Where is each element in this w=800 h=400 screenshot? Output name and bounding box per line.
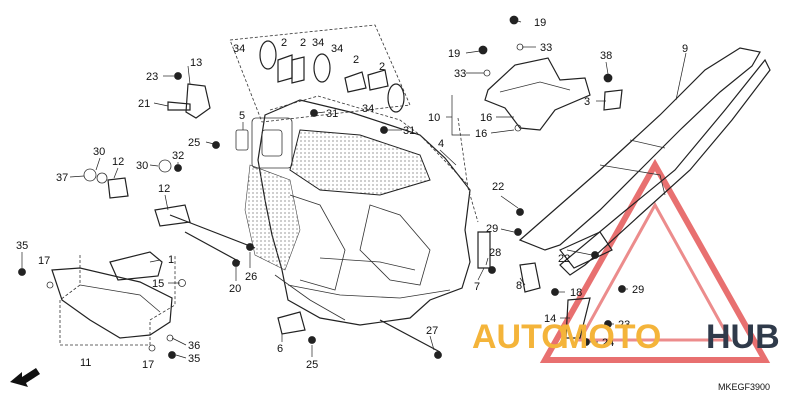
callout: 10	[428, 112, 440, 124]
callout: 37	[56, 172, 68, 184]
callout: 2	[379, 61, 385, 73]
diagram-code: MKEGF3900	[718, 382, 770, 392]
callout: 24	[602, 337, 614, 349]
callout: 35	[188, 353, 200, 365]
callout: 34	[312, 37, 324, 49]
callout: 19	[448, 48, 460, 60]
callout: 23	[618, 319, 630, 331]
callout: 34	[362, 103, 374, 115]
callout: 33	[454, 68, 466, 80]
callout: 12	[112, 156, 124, 168]
callout: 22	[492, 181, 504, 193]
callout: 11	[80, 357, 91, 369]
callout: 12	[158, 183, 170, 195]
callout: 2	[281, 37, 287, 49]
callout: 3	[584, 96, 590, 108]
callout: 23	[146, 71, 158, 83]
leader-lines	[21, 19, 687, 359]
callout: 35	[16, 240, 28, 252]
watermark-text: AUTO MOTO HUB	[472, 318, 780, 356]
callout: 29	[486, 223, 498, 235]
callout: 15	[152, 278, 164, 290]
watermark-moto: MOTO	[560, 318, 661, 356]
callout: 28	[489, 247, 501, 259]
callout: 34	[233, 43, 245, 55]
callout: 22	[558, 253, 570, 265]
watermark-logo	[539, 158, 771, 363]
callout: 5	[239, 110, 245, 122]
callout: 34	[331, 43, 343, 55]
callout: 32	[172, 150, 184, 162]
callout: 2	[300, 37, 306, 49]
callout: 25	[188, 137, 200, 149]
callout: 20	[229, 283, 241, 295]
callout: 27	[426, 325, 438, 337]
watermark-hub: HUB	[706, 318, 780, 356]
callout: 16	[475, 128, 487, 140]
callout: 19	[534, 17, 546, 29]
assembly-boxes	[59, 24, 479, 346]
callout: 31	[403, 125, 415, 137]
callout: 6	[277, 343, 283, 355]
callout: 25	[306, 359, 318, 371]
main-frame	[244, 99, 471, 326]
callout: 17	[38, 255, 50, 267]
callout: 9	[682, 43, 688, 55]
callout: 4	[438, 138, 444, 150]
callout: 16	[480, 112, 492, 124]
callout: 30	[93, 146, 105, 158]
callout: 30	[136, 160, 148, 172]
callout: 18	[570, 287, 582, 299]
callout: 14	[544, 313, 556, 325]
callout: 38	[600, 50, 612, 62]
callout: 17	[142, 359, 154, 371]
callout: 33	[540, 42, 552, 54]
callout: 29	[632, 284, 644, 296]
callout: 13	[190, 57, 202, 69]
sub-frame	[518, 47, 771, 276]
callout-labels: 19 33 19 33 9 38 3 34 2 2 34 34 2 2 34 1…	[16, 17, 688, 371]
callout: 36	[188, 340, 200, 352]
callout: 7	[474, 281, 480, 293]
callout: 2	[353, 54, 359, 66]
callout: 21	[138, 98, 150, 110]
callout: 31	[326, 108, 338, 120]
top-bracket	[484, 57, 591, 131]
hardware	[18, 15, 626, 359]
callout: 8	[516, 280, 522, 292]
callout: 1	[168, 254, 174, 266]
skid-plate	[51, 251, 173, 339]
callout: 26	[245, 271, 257, 283]
watermark-auto: AUTO	[472, 318, 568, 356]
front-arrow-icon	[10, 368, 40, 387]
